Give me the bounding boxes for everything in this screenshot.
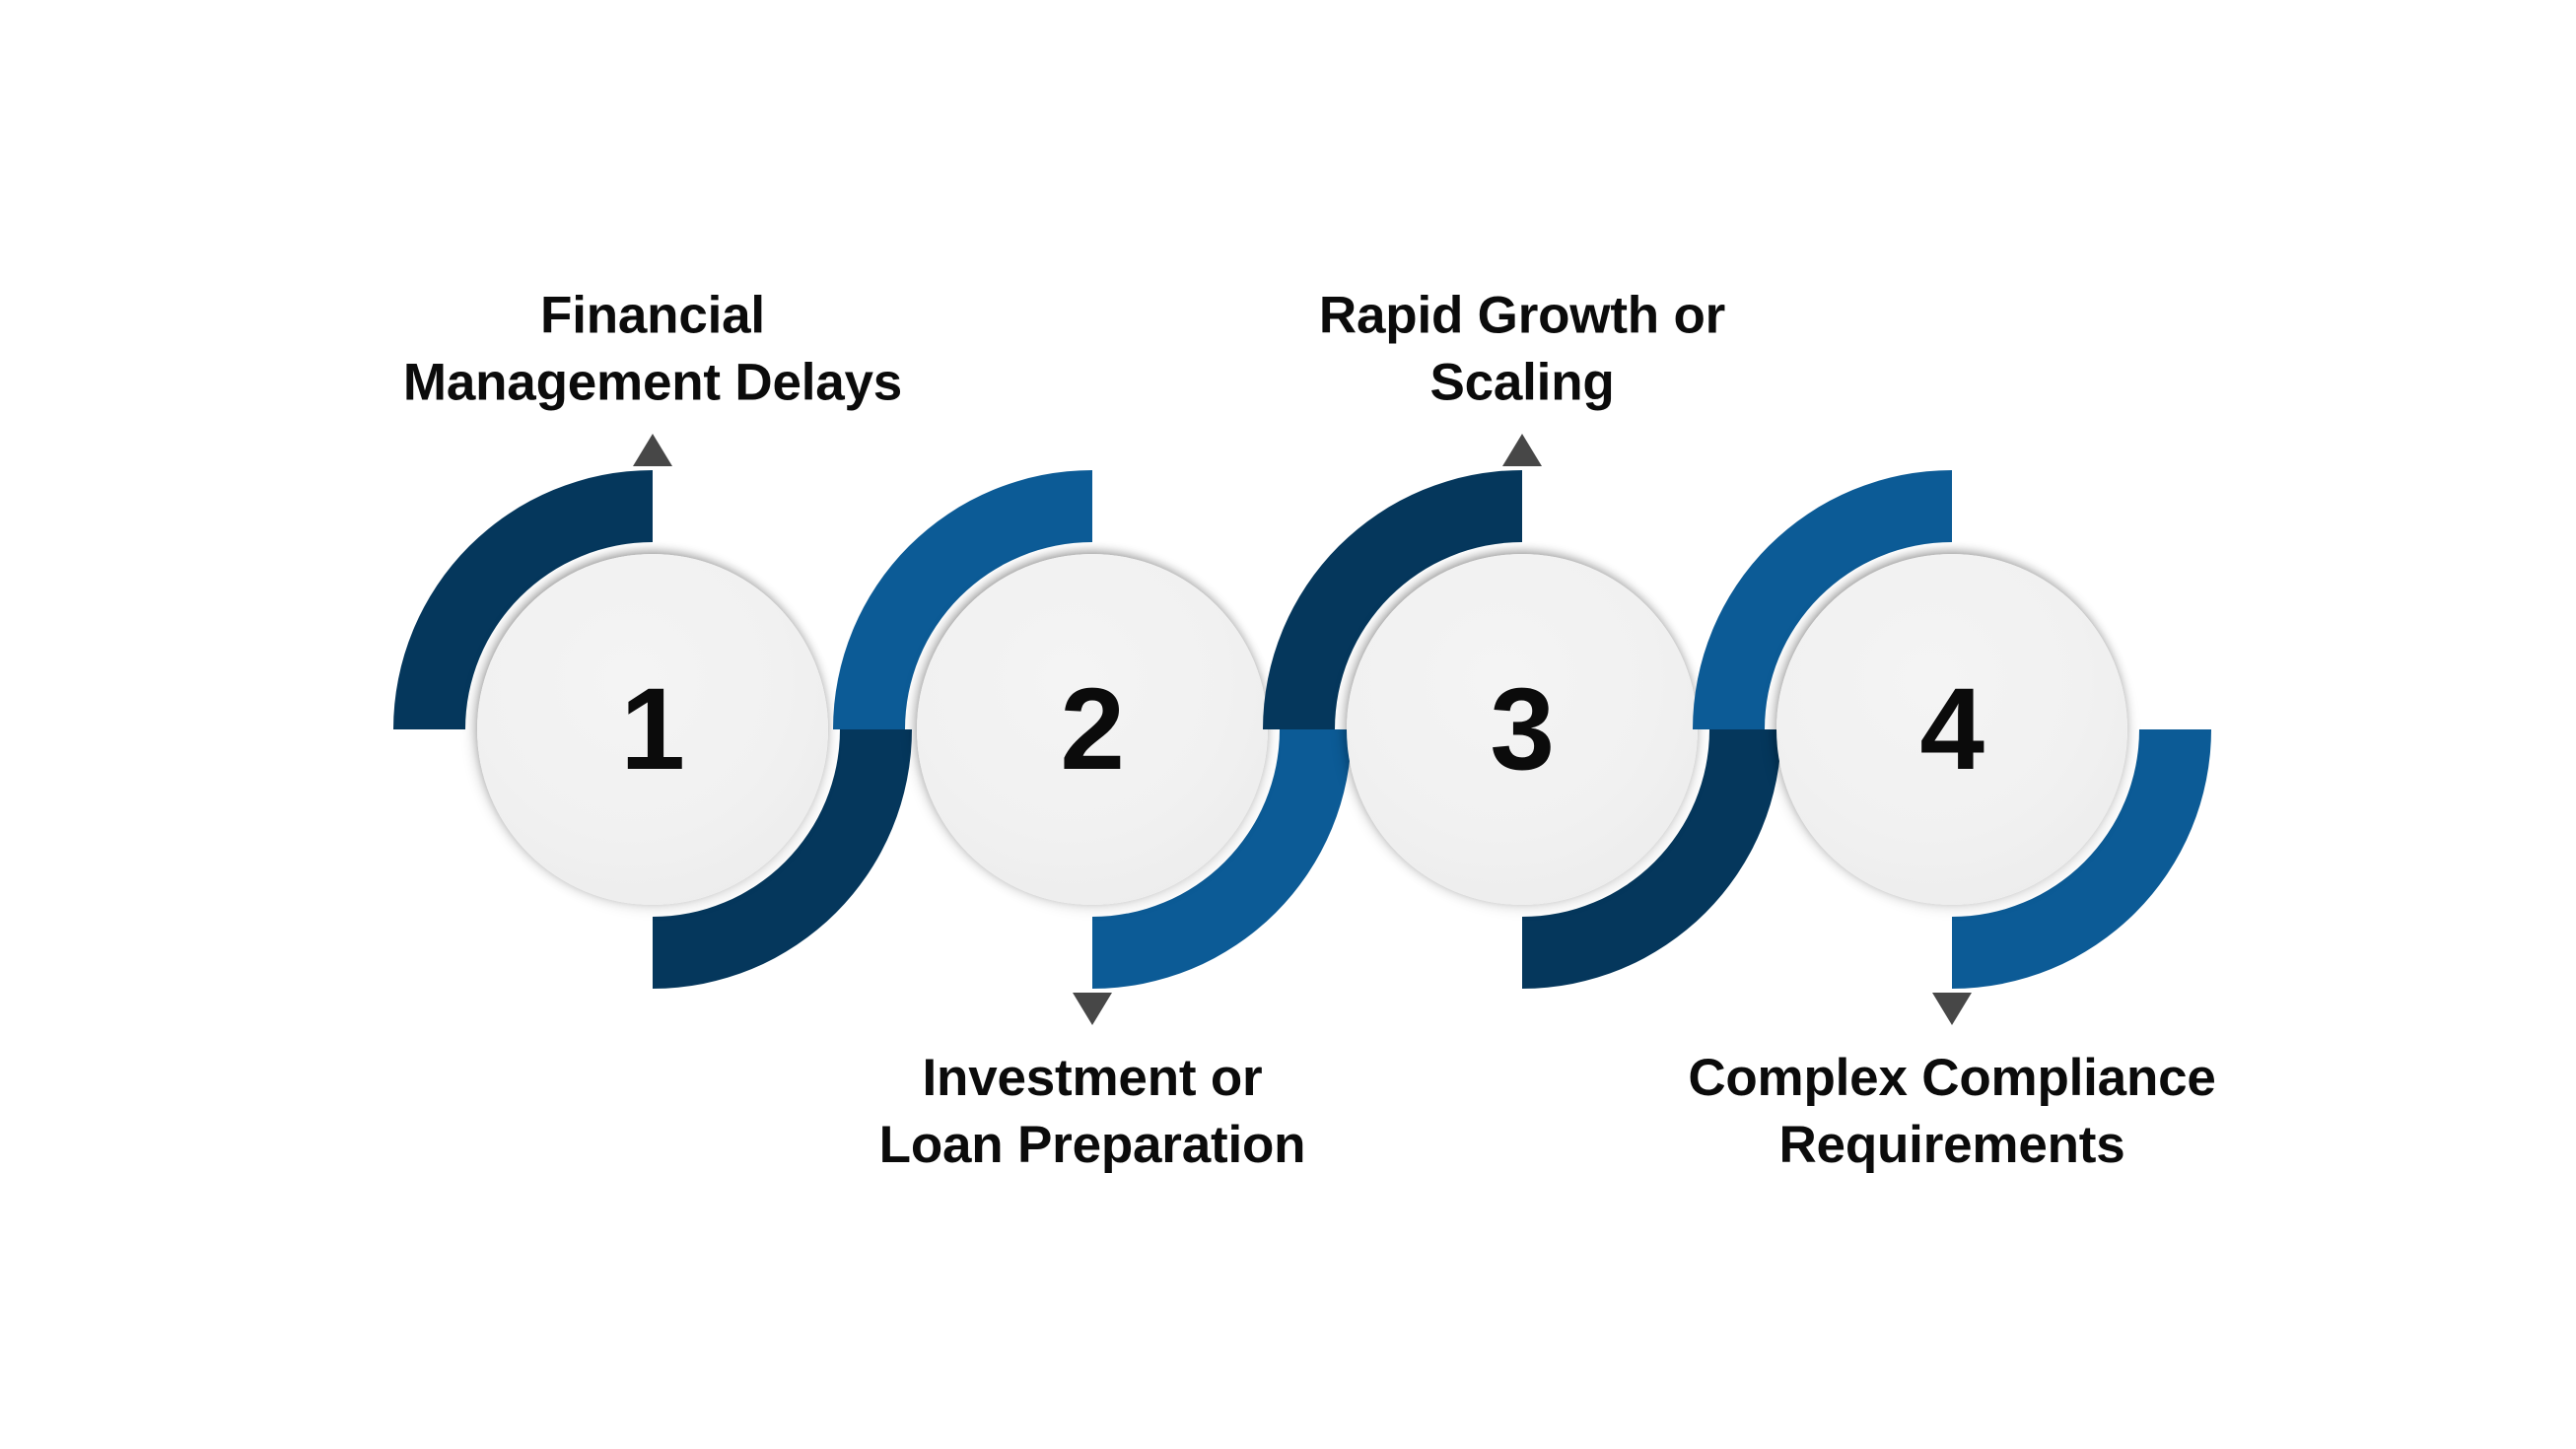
ring-arc-lower-right (1952, 729, 2211, 989)
ring-arc-upper-left (833, 470, 1092, 729)
ring-arc-lower-right (1522, 729, 1781, 989)
step-ring (833, 470, 1352, 989)
step-ring (393, 470, 912, 989)
step-caption-1: Financial Management Delays (402, 286, 903, 412)
pointer-up-icon (1502, 434, 1542, 466)
step-disc-4[interactable]: 4 (1776, 554, 2127, 905)
step-number-label: 3 (1490, 664, 1555, 794)
step-number-label: 2 (1060, 664, 1125, 794)
step-disc-2[interactable]: 2 (917, 554, 1268, 905)
pointer-up-icon (633, 434, 672, 466)
step-caption-3: Rapid Growth or Scaling (1318, 286, 1726, 412)
ring-arc-upper-left (1263, 470, 1522, 729)
step-ring (1693, 470, 2211, 989)
pointer-down-icon (1932, 993, 1972, 1025)
step-disc-3[interactable]: 3 (1347, 554, 1698, 905)
ring-arc-lower-right (653, 729, 912, 989)
step-caption-4: Complex Compliance Requirements (1688, 1049, 2216, 1174)
step-number-label: 4 (1919, 664, 1984, 794)
step-disc-1[interactable]: 1 (477, 554, 828, 905)
step-number-label: 1 (620, 664, 685, 794)
ring-arc-lower-right (1092, 729, 1352, 989)
ring-arc-upper-left (393, 470, 653, 729)
step-ring (1263, 470, 1781, 989)
step-caption-2: Investment or Loan Preparation (878, 1049, 1306, 1174)
ring-arc-upper-left (1693, 470, 1952, 729)
pointer-down-icon (1073, 993, 1112, 1025)
